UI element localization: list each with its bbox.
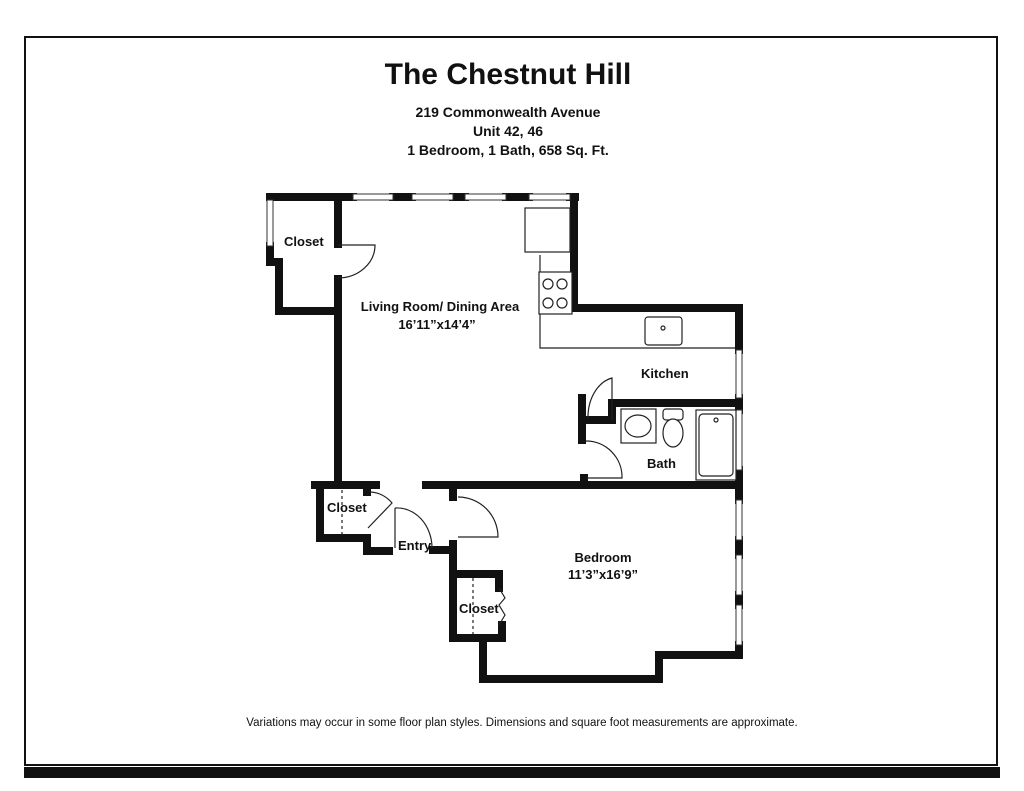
bottom-bar xyxy=(24,767,1000,778)
room-dims-bedroom: 11’3”x16’9” xyxy=(568,567,638,582)
unit-summary: 1 Bedroom, 1 Bath, 658 Sq. Ft. xyxy=(407,142,609,158)
room-label-closet: Closet xyxy=(327,500,367,515)
bath-fixtures xyxy=(620,408,737,481)
windows xyxy=(266,193,743,646)
refrigerator-icon xyxy=(524,207,571,253)
page-title: The Chestnut Hill xyxy=(384,58,632,91)
walls xyxy=(266,193,743,683)
kitchen-fixtures xyxy=(524,207,735,349)
toilet-icon xyxy=(662,408,684,421)
room-label-bedroom: Bedroom xyxy=(574,550,631,565)
unit-number: Unit 42, 46 xyxy=(472,123,544,139)
room-label-closet: Closet xyxy=(459,601,499,616)
kitchen-sink-icon xyxy=(644,316,683,346)
room-label-kitchen: Kitchen xyxy=(641,366,689,381)
page-border xyxy=(24,36,998,766)
disclaimer: Variations may occur in some floor plan … xyxy=(246,717,798,729)
doors xyxy=(337,244,623,634)
room-dims-living: 16’11”x14’4” xyxy=(398,317,475,332)
address: 219 Commonwealth Avenue xyxy=(415,104,601,120)
room-label-entry: Entry xyxy=(398,538,432,553)
stove-icon xyxy=(538,271,573,315)
room-label-closet: Closet xyxy=(284,234,324,249)
room-label-living: Living Room/ Dining Area xyxy=(361,299,520,314)
room-label-bath: Bath xyxy=(647,456,676,471)
